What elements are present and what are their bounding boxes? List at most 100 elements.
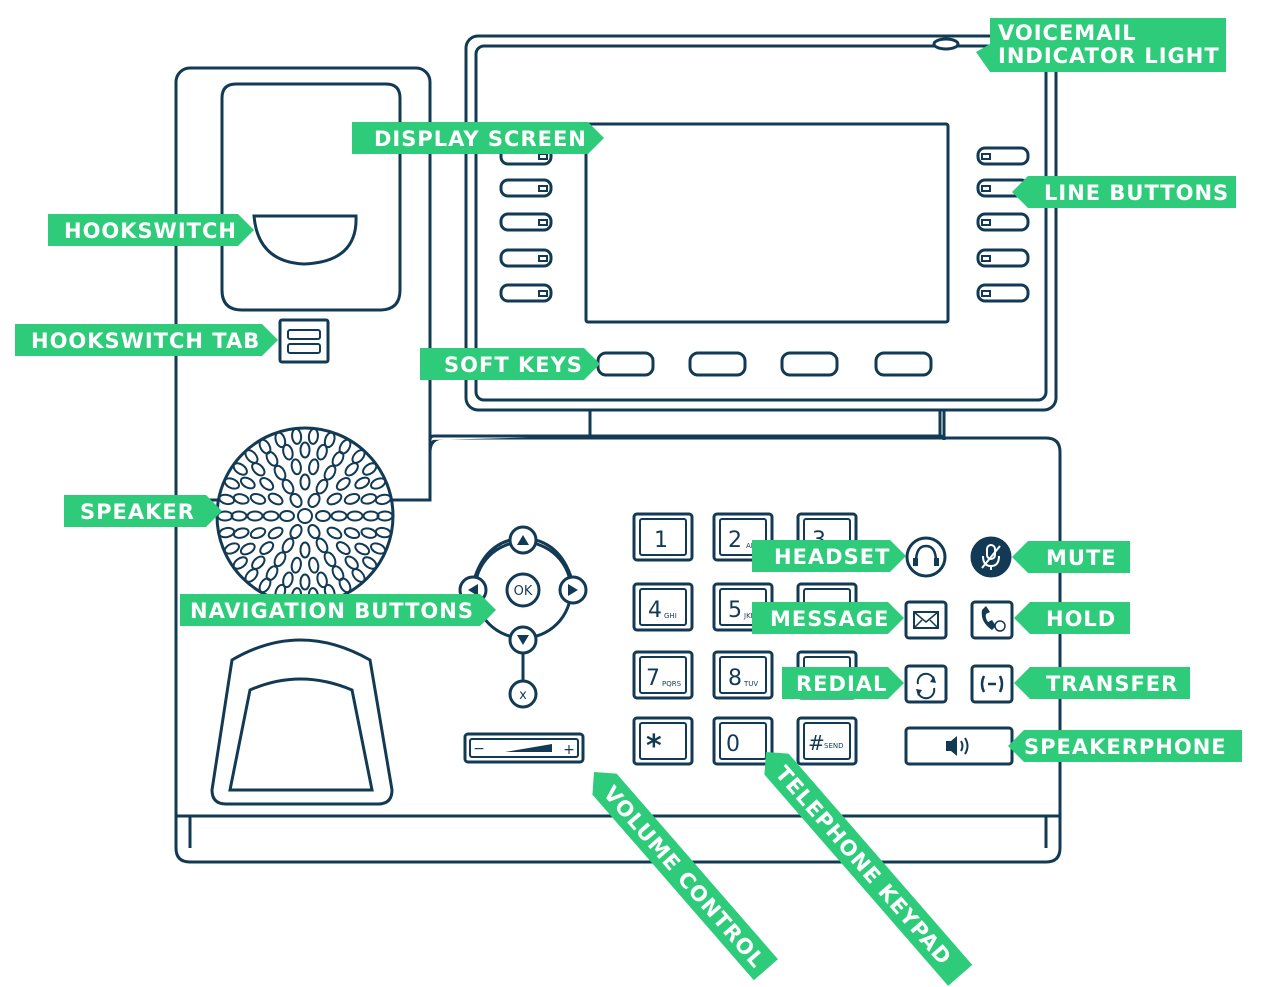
headset-button[interactable] [905, 536, 947, 578]
line-button-4[interactable] [976, 248, 1030, 268]
speaker-hole [232, 527, 250, 539]
line-button-1[interactable] [976, 146, 1030, 166]
speaker-hole [316, 443, 328, 461]
svg-text:8: 8 [728, 666, 742, 691]
speaker-hole [290, 556, 302, 574]
speaker-hole [331, 565, 345, 582]
svg-text:TRANSFER: TRANSFER [1046, 672, 1178, 696]
soft-key-1[interactable] [596, 351, 655, 377]
up-arrow-icon [517, 535, 529, 545]
speaker-hole [335, 476, 351, 491]
speaker-hole [338, 577, 352, 594]
speaker-hole [362, 556, 378, 570]
transfer-button[interactable] [970, 664, 1014, 704]
label-redial: REDIAL [782, 667, 904, 699]
speaker-hole [354, 476, 371, 490]
display-screen [584, 122, 950, 324]
label-hookswitch-tab: HOOKSWITCH TAB [15, 324, 278, 356]
svg-text:MUTE: MUTE [1046, 546, 1117, 570]
message-button[interactable] [904, 600, 948, 640]
svg-text:5: 5 [728, 598, 742, 623]
speaker-hole [218, 493, 236, 506]
volume-plus-label: + [563, 742, 575, 758]
label-speakerphone: SPEAKERPHONE [1008, 730, 1242, 762]
svg-text:DISPLAY SCREEN: DISPLAY SCREEN [374, 127, 587, 151]
speaker-hole [338, 438, 352, 455]
soft-key-2[interactable] [688, 351, 747, 377]
speaker-hole [258, 577, 272, 594]
speaker-hole [232, 556, 248, 570]
navigation-cluster: OK x [458, 525, 588, 709]
key-star[interactable]: * [632, 716, 694, 766]
speaker-hole [323, 551, 337, 568]
speaker-hole [344, 462, 359, 477]
speaker-hole [354, 542, 371, 556]
key-0[interactable]: 0 [712, 716, 774, 766]
volume-control[interactable]: − + [463, 732, 585, 764]
key-1[interactable]: 1 [632, 512, 694, 562]
redial-button[interactable] [904, 664, 948, 704]
hold-button[interactable] [970, 600, 1014, 640]
nav-ok-label: OK [514, 584, 533, 599]
speakerphone-button[interactable] [904, 726, 1014, 766]
speaker-hole [307, 492, 321, 508]
speaker-hole [308, 458, 320, 476]
nav-cancel-button[interactable] [508, 679, 538, 709]
svg-text:HOOKSWITCH TAB: HOOKSWITCH TAB [31, 329, 260, 353]
hookswitch-tab[interactable] [278, 318, 330, 364]
svg-text:HOOKSWITCH: HOOKSWITCH [64, 219, 237, 243]
speaker-hole [299, 541, 311, 559]
left-line-button-3[interactable] [499, 212, 553, 232]
speaker-hole [259, 476, 275, 491]
speaker-hole [326, 492, 343, 506]
speaker-hole [265, 565, 279, 582]
soft-key-3[interactable] [780, 351, 839, 377]
label-hold: HOLD [1014, 602, 1130, 634]
svg-text:VOICEMAIL: VOICEMAIL [998, 21, 1137, 45]
key-hash[interactable]: #SEND [796, 716, 858, 766]
speaker-hole [289, 492, 303, 508]
hookswitch[interactable] [252, 214, 358, 266]
svg-text:SEND: SEND [824, 742, 844, 750]
handset-rest [210, 638, 394, 806]
line-button-3[interactable] [976, 212, 1030, 232]
speaker-hole [299, 573, 311, 591]
speaker-hole [326, 526, 343, 540]
soft-keys [596, 351, 933, 377]
mute-button[interactable] [970, 536, 1012, 578]
headset-icon [914, 544, 938, 563]
left-line-button-5[interactable] [499, 283, 553, 303]
speaker-hole [374, 526, 392, 539]
speaker-hole [267, 526, 284, 540]
speaker-hole [351, 449, 366, 464]
svg-text:MESSAGE: MESSAGE [770, 607, 889, 631]
speaker-hole [362, 462, 378, 476]
speaker-hole [232, 462, 248, 476]
label-navigation-buttons: NAVIGATION BUTTONS [180, 594, 496, 626]
speaker-hole [307, 524, 321, 540]
speaker-hole [239, 476, 256, 490]
left-line-button-4[interactable] [499, 248, 553, 268]
left-line-button-2[interactable] [499, 178, 553, 198]
svg-text:GHI: GHI [664, 612, 677, 620]
volume-ramp-icon [505, 744, 552, 752]
line-button-5[interactable] [976, 283, 1030, 303]
speaker-hole [251, 462, 266, 477]
speaker-hole [274, 431, 287, 449]
speaker-hole [376, 510, 394, 522]
svg-text:1: 1 [654, 528, 668, 553]
nav-ok-button[interactable] [505, 572, 541, 608]
speaker-hole [360, 527, 378, 539]
label-soft-keys: SOFT KEYS [420, 348, 600, 380]
speaker-hole [281, 537, 295, 554]
speaker-hole [307, 427, 319, 445]
speaker-hole [244, 449, 259, 464]
speaker-hole [335, 541, 351, 556]
speaker-hole [281, 478, 295, 495]
svg-text:TUV: TUV [743, 680, 758, 688]
soft-key-4[interactable] [874, 351, 933, 377]
